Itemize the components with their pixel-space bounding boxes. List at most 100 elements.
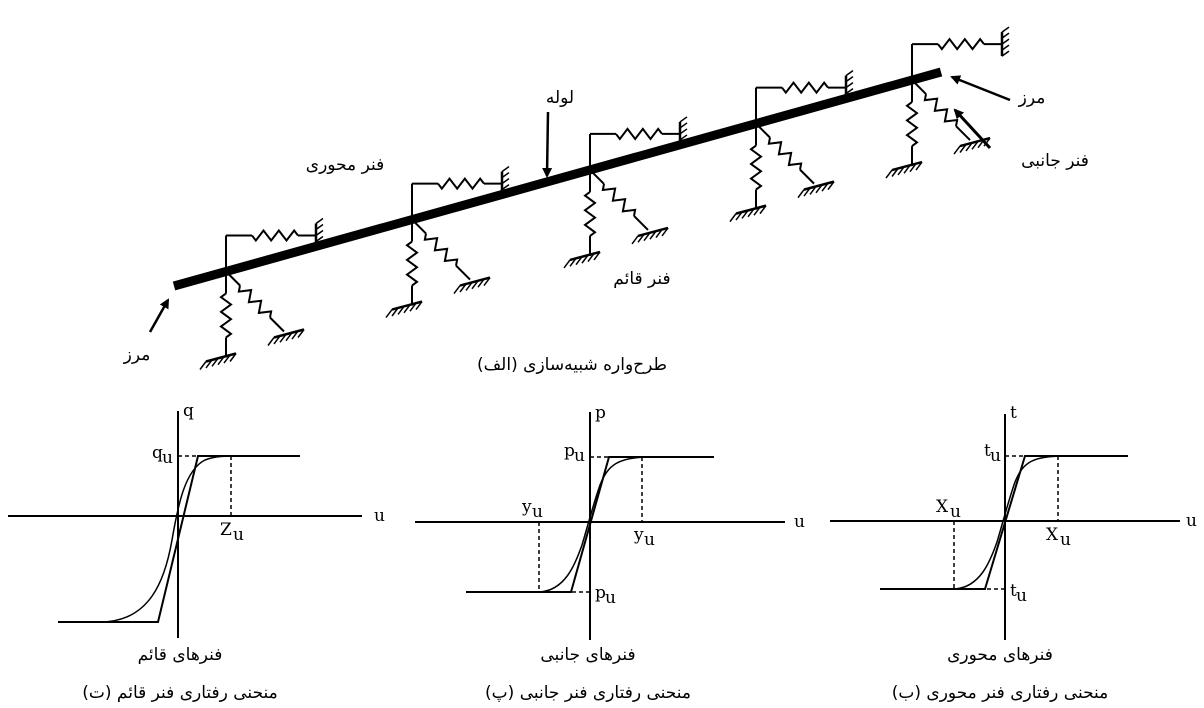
axis-y-label: p — [595, 403, 606, 423]
lateral-ground-hatch — [273, 335, 281, 345]
vertical-ground-hatch — [397, 305, 405, 315]
boundary-left-label: مرز — [123, 345, 151, 365]
lateral-ground-hatch — [661, 227, 669, 237]
axial-ground-hatch — [315, 235, 324, 243]
vertical-spring-coil — [905, 101, 919, 147]
pipe-line — [172, 67, 943, 291]
axial-spring-coil — [251, 228, 299, 243]
vertical-ground-hatch — [217, 356, 225, 366]
lateral-ground-hatch — [297, 329, 305, 338]
axial-ground-hatch — [1001, 44, 1010, 51]
lateral-ground-hatch — [459, 283, 467, 293]
neg-disp-label: y — [521, 497, 532, 517]
axial-ground-hatch — [501, 177, 510, 185]
ult-label: q — [152, 443, 163, 463]
vertical-spring-coil — [405, 240, 419, 287]
boundary-right-arrow — [950, 75, 1011, 102]
neg-ult-sub: u — [605, 588, 616, 608]
lateral-ground-hatch — [285, 332, 293, 342]
vertical-ground-hatch — [759, 205, 767, 215]
disp-sub: u — [233, 525, 244, 545]
ult-sub: u — [162, 448, 173, 468]
vertical-ground-hatch — [563, 259, 571, 269]
vertical-ground-hatch — [909, 163, 917, 173]
lateral-ground-hatch — [477, 278, 485, 288]
axis-x-label: u — [374, 506, 385, 526]
neg-ult-label: t — [1010, 581, 1017, 601]
lateral-ground-hatch — [631, 235, 639, 245]
lateral-ground-hatch — [827, 181, 835, 191]
vertical-ground-hatch — [391, 307, 399, 317]
neg-disp-sub: u — [950, 502, 961, 522]
lateral-ground-hatch — [267, 337, 275, 346]
disp-label: X — [1046, 525, 1059, 545]
lateral-spring-stem — [455, 264, 471, 281]
graph-title: فنرهای محوری — [947, 645, 1053, 665]
axial-ground-hatch — [315, 223, 324, 231]
vertical-ground-hatch — [885, 169, 893, 179]
lateral-spring-coil — [423, 233, 459, 266]
axial-ground-hatch — [501, 171, 510, 179]
ult-sub: u — [990, 446, 1001, 466]
vertical-ground-hatch — [569, 257, 577, 267]
vertical-spring-label: فنر قائم — [613, 269, 670, 289]
axial-spring-graph: t u t u t u X u X u فنرهای محوری (ب) منح… — [830, 403, 1197, 703]
lateral-spring-stem — [269, 316, 285, 333]
lateral-ground-hatch — [965, 142, 973, 152]
vertical-ground-hatch — [593, 251, 601, 261]
lateral-spring-coil — [767, 137, 803, 170]
lateral-ground-hatch — [453, 285, 461, 295]
axial-ground-hatch — [845, 70, 854, 77]
lateral-ground-hatch — [953, 145, 961, 155]
graph-caption: (ت) منحنی رفتاری فنر قائم — [82, 683, 278, 703]
vertical-ground-hatch — [729, 213, 737, 223]
vertical-ground-hatch — [415, 301, 423, 311]
pipe-label-arrow — [542, 111, 553, 178]
graph-caption: (پ) منحنی رفتاری فنر جانبی — [485, 683, 691, 703]
vertical-ground-hatch — [199, 361, 207, 370]
axial-spring-coil — [937, 37, 985, 51]
vertical-ground-hatch — [753, 206, 761, 216]
pipe-label: لوله — [546, 88, 574, 108]
neg-ult-sub: u — [1016, 586, 1027, 606]
axial-ground-hatch — [845, 88, 854, 95]
lateral-ground-hatch — [483, 277, 491, 287]
vertical-ground-hatch — [575, 256, 583, 266]
neg-disp-label: X — [936, 497, 949, 517]
ult-label: t — [984, 441, 991, 461]
axial-ground-hatch — [679, 116, 688, 123]
lateral-ground-hatch — [655, 229, 663, 238]
lateral-ground-hatch — [803, 187, 811, 197]
vertical-ground-hatch — [903, 164, 911, 174]
axis-x-label: u — [1186, 511, 1197, 531]
vertical-ground-hatch — [409, 302, 417, 312]
hyperbolic-curve — [954, 455, 1066, 590]
spring-system — [199, 26, 1010, 370]
vertical-ground-hatch — [741, 209, 749, 219]
axis-y-label: t — [1010, 403, 1017, 423]
axial-ground-hatch — [1001, 32, 1010, 39]
axial-spring-label: فنر محوری — [306, 155, 384, 175]
vertical-ground-hatch — [891, 168, 899, 177]
axis-y-label: q — [183, 401, 194, 421]
axis-x-label: u — [794, 512, 805, 532]
lateral-ground-hatch — [797, 189, 805, 199]
graph-title: فنرهای جانبی — [540, 645, 635, 665]
vertical-ground-hatch — [211, 357, 219, 367]
axial-ground-hatch — [679, 122, 688, 129]
lateral-ground-hatch — [971, 140, 979, 150]
vertical-spring-coil — [749, 144, 763, 191]
axial-ground-hatch — [1001, 38, 1010, 45]
axial-ground-hatch — [1001, 26, 1010, 33]
lateral-spring-stem — [799, 168, 815, 185]
axial-ground-hatch — [315, 217, 324, 225]
boundary-left-arrow — [148, 298, 170, 333]
lateral-spring-graph: p u p u p u y u y u فنرهای جانبی (پ) منح… — [415, 403, 805, 703]
hyperbolic-curve — [99, 455, 241, 623]
vertical-ground-hatch — [735, 211, 743, 221]
vertical-spring-coil — [583, 191, 597, 237]
vertical-ground-hatch — [403, 304, 411, 314]
vertical-ground-hatch — [915, 161, 923, 171]
lateral-ground-hatch — [815, 184, 823, 194]
